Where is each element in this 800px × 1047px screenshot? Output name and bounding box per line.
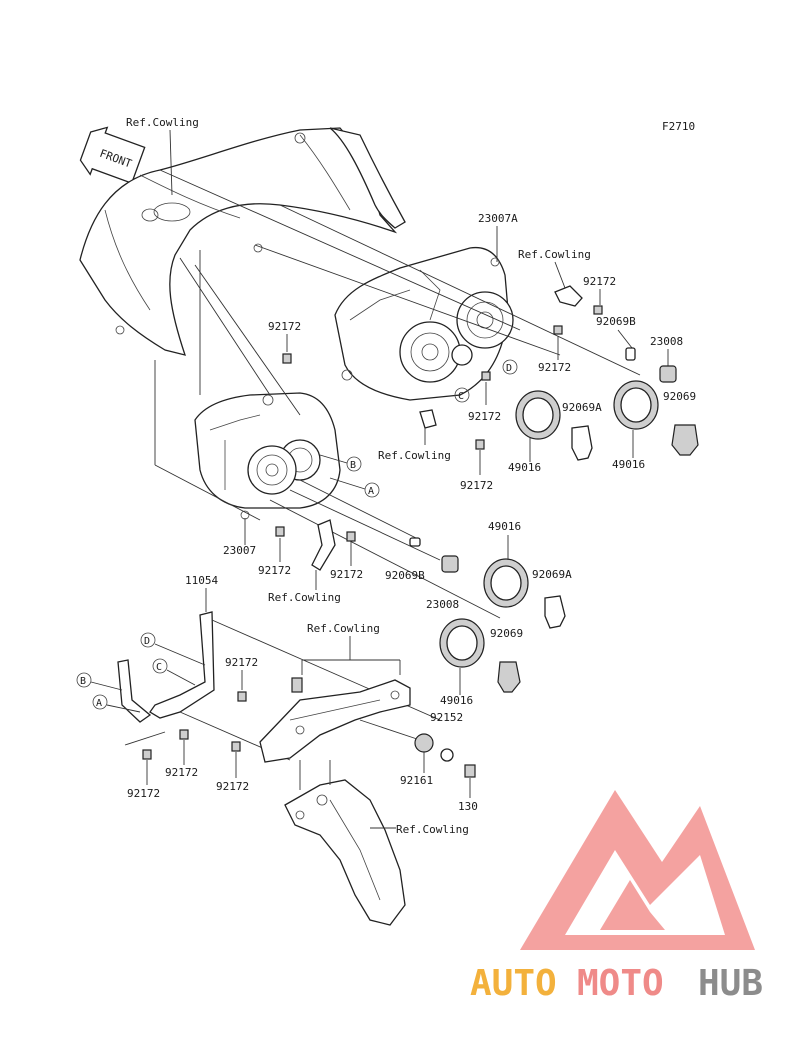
label-92172-h: 92172 [225,656,258,669]
socket-icon [659,365,677,383]
bolt-icon [346,531,356,542]
label-92069A-b: 92069A [532,568,572,581]
bolt-icon [237,691,247,702]
svg-text:B: B [350,460,356,471]
svg-text:D: D [506,363,512,374]
bulb-small-icon [625,347,636,361]
svg-text:A: A [96,698,102,709]
figure-code: F2710 [662,120,695,133]
automotohub-logo: AUTO MOTO HUB [470,790,763,1004]
label-92172-i: 92172 [165,766,198,779]
svg-text:B: B [80,676,86,687]
label-92172-k: 92172 [127,787,160,800]
label-92069B-b: 92069B [385,569,425,582]
label-92172-d: 92172 [268,320,301,333]
label-23008-a: 23008 [650,335,683,348]
circle-ref-c-upper [454,387,470,403]
seal-49016-upper [515,390,561,440]
label-49016-b: 49016 [612,458,645,471]
grommet-icon [414,733,434,753]
label-49016-d: 49016 [440,694,473,707]
label-23008-b: 23008 [426,598,459,611]
headlight-unit-lower [194,392,341,520]
cowling-bracket-right [554,285,583,307]
washer-icon [440,748,454,762]
label-23007: 23007 [223,544,256,557]
bulb-92069-a [671,424,699,456]
bolt-icon [275,526,285,537]
bulb-92069A-b [544,595,566,629]
watermark-auto: AUTO [470,963,557,1004]
front-arrow-icon: FRONT [79,126,146,184]
socket-icon [441,555,459,573]
label-92152: 92152 [430,711,463,724]
seal-49016-lower [483,558,529,608]
bulb-small-icon [409,537,421,547]
label-92172-b: 92172 [538,361,571,374]
svg-text:C: C [458,391,464,402]
circle-ref-a-mid [364,482,380,498]
bolt-icon [282,353,292,364]
label-11054: 11054 [185,574,218,587]
bolt-icon [179,729,189,740]
watermark-hub: HUB [698,963,763,1004]
circle-ref-d-lower [140,632,156,648]
ref-cowling-bottom: Ref.Cowling [396,823,469,836]
label-92069A-a: 92069A [562,401,602,414]
label-23007A: 23007A [478,212,518,225]
circle-ref-b-mid [346,456,362,472]
bolt-icon [231,741,241,752]
label-92172-j: 92172 [216,780,249,793]
upper-cowling-outline [79,127,406,356]
label-49016-c: 49016 [488,520,521,533]
bolt-icon [593,305,603,315]
circle-ref-a-lower [92,694,108,710]
bulb-92069A-a [571,425,593,461]
bolt-icon [464,764,476,778]
watermark-moto: MOTO [577,963,664,1004]
cowling-bracket-lower [311,519,336,571]
headlight-stay [259,677,411,763]
circle-ref-b-lower [76,672,92,688]
cowling-clip-center [419,409,437,429]
ref-cowling-center: Ref.Cowling [378,449,451,462]
label-92172-f: 92172 [258,564,291,577]
lower-stay [284,779,406,926]
headlight-unit-upper [334,246,514,401]
bolt-icon [291,677,303,693]
label-92161: 92161 [400,774,433,787]
ref-cowling-stay: Ref.Cowling [307,622,380,635]
ref-cowling-right: Ref.Cowling [518,248,591,261]
bulb-92069-b [497,661,521,693]
seal-49016-bottom [439,618,485,668]
label-92172-e: 92172 [460,479,493,492]
svg-text:A: A [368,486,374,497]
bolt-icon [475,439,485,450]
label-92069B-a: 92069B [596,315,636,328]
label-92172-g: 92172 [330,568,363,581]
label-130: 130 [458,800,478,813]
label-49016-a: 49016 [508,461,541,474]
svg-text:D: D [144,636,150,647]
bolt-icon [481,371,491,381]
ref-cowling-lower: Ref.Cowling [268,591,341,604]
label-92172-a: 92172 [583,275,616,288]
svg-text:C: C [156,662,162,673]
label-92069-a: 92069 [663,390,696,403]
label-92069-b: 92069 [490,627,523,640]
bolt-icon [142,749,152,760]
bolt-icon [553,325,563,335]
ref-cowling-top: Ref.Cowling [126,116,199,129]
bracket-11054 [117,611,215,723]
circle-ref-d-upper [502,359,518,375]
label-92172-c: 92172 [468,410,501,423]
circle-ref-c-lower [152,658,168,674]
seal-49016-upper-right [613,380,659,430]
